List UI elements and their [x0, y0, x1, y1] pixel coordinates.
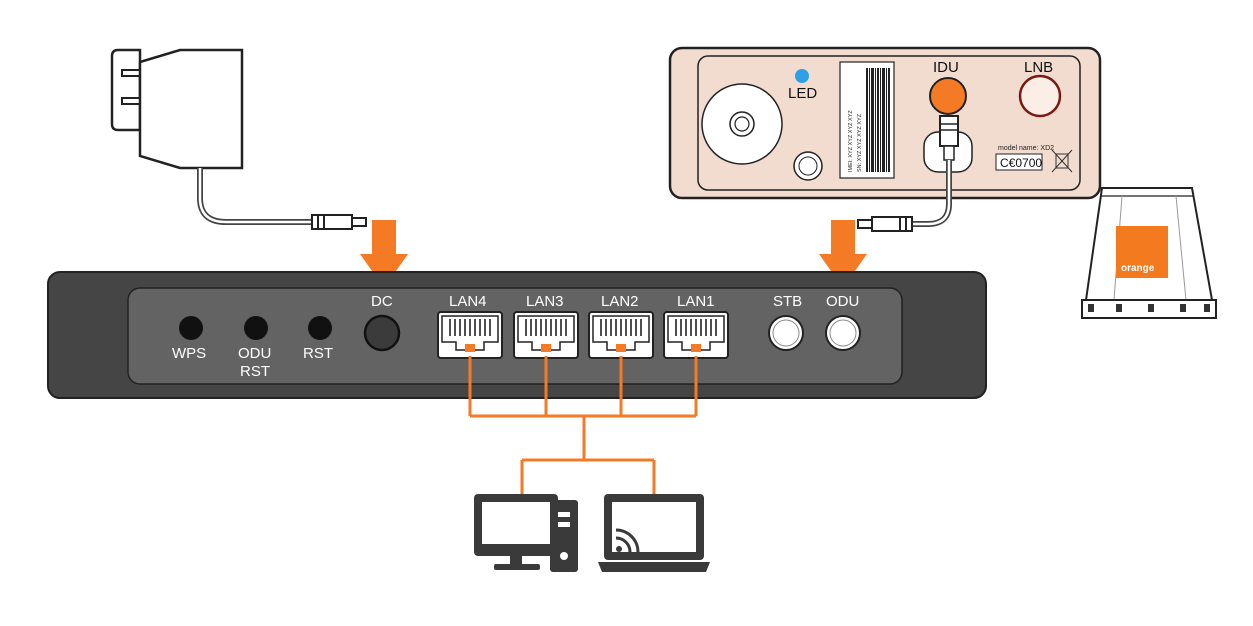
ce-mark: C€0700 — [1000, 156, 1042, 170]
stb-label: STB — [773, 293, 802, 310]
led-label: LED — [788, 85, 817, 102]
orange-logo: orange — [1121, 263, 1155, 274]
odu-port — [825, 315, 861, 351]
laptop-icon — [598, 494, 710, 572]
desktop-computer-icon — [474, 494, 578, 572]
odu-port-label: ODU — [826, 293, 859, 310]
sn-text: SN: XYZ XYZ XYZ XYZ — [857, 113, 863, 172]
lan-cables — [468, 356, 698, 494]
lnb-label: LNB — [1024, 59, 1053, 76]
weee-bin-icon — [1051, 149, 1073, 173]
odu-rst-label-line2: RST — [240, 363, 270, 380]
lan4-port — [437, 311, 503, 359]
lan4-label: LAN4 — [449, 293, 487, 310]
stb-port — [768, 315, 804, 351]
dc-port — [363, 314, 401, 352]
lnb-port — [1018, 74, 1062, 118]
wps-button — [179, 316, 203, 340]
odu-rst-label-line1: ODU — [238, 345, 271, 362]
idu-label: IDU — [933, 59, 959, 76]
outdoor-modem-icon: orange — [1081, 187, 1217, 319]
lan1-port — [663, 311, 729, 359]
imei-text: IMEI: XYZ XYZ XYZ XYZ — [848, 110, 854, 172]
lan3-label: LAN3 — [526, 293, 564, 310]
lan2-label: LAN2 — [601, 293, 639, 310]
router-back-panel: WPS ODU RST RST DC LAN4 LAN3 LAN2 LAN1 S… — [47, 271, 987, 399]
power-adapter-icon — [110, 48, 367, 230]
outdoor-unit-panel: LED IMEI: XYZ XYZ XYZ XYZ SN: XYZ XYZ XY… — [668, 46, 1102, 232]
barcode-label: IMEI: XYZ XYZ XYZ XYZ SN: XYZ XYZ XYZ XY… — [839, 61, 895, 179]
lan2-port — [588, 311, 654, 359]
wps-label: WPS — [172, 345, 206, 362]
lan1-label: LAN1 — [677, 293, 715, 310]
idu-cable-connector — [857, 115, 973, 232]
idu-port — [929, 77, 967, 115]
dc-label: DC — [371, 293, 393, 310]
lan3-port — [513, 311, 579, 359]
odu-rst-button — [244, 316, 268, 340]
rst-label: RST — [303, 345, 333, 362]
led-indicator — [795, 69, 809, 83]
rst-button — [308, 316, 332, 340]
wifi-cast-icon — [615, 528, 640, 553]
model-name: model name: XD2 — [998, 145, 1054, 152]
